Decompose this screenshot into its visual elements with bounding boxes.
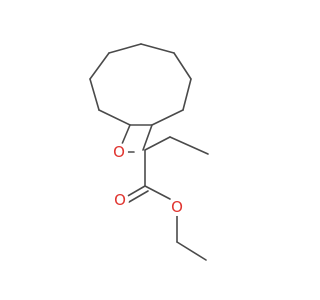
ring-bond-3 (89, 52, 110, 80)
epoxide-oxygen-label: O (113, 143, 125, 161)
ethyl-bond-2 (169, 136, 209, 155)
ring-bond-2 (89, 78, 100, 111)
ring-bond-7 (182, 78, 192, 111)
ethyl-bond-1 (144, 136, 171, 151)
carbonyl-double-bond-b (128, 190, 149, 203)
ring-bond-6 (173, 52, 192, 80)
ring-bond-5 (140, 43, 175, 54)
ester-single-bond (144, 185, 171, 200)
epoxide-bond-spiro-to-c2 (142, 124, 153, 151)
ring-bond-1 (98, 109, 131, 126)
ring-bond-8 (151, 109, 184, 126)
atom-label-layer: O O O (110, 143, 186, 216)
ester-oxygen-bg (168, 198, 186, 216)
carbonyl-oxygen-bg (111, 191, 129, 209)
molecule-structure: O O O (89, 43, 209, 261)
carbonyl-oxygen-label: O (114, 191, 126, 209)
ring-bond-4 (108, 43, 142, 54)
ester-oxygen-label: O (171, 198, 183, 216)
epoxide-oxygen-bg (110, 143, 128, 161)
epoxide-bond-spiro-to-o (121, 124, 131, 145)
bond-layer (89, 43, 209, 261)
ester-ethyl-bond-2 (176, 241, 207, 261)
carbonyl-double-bond-a (125, 185, 146, 198)
